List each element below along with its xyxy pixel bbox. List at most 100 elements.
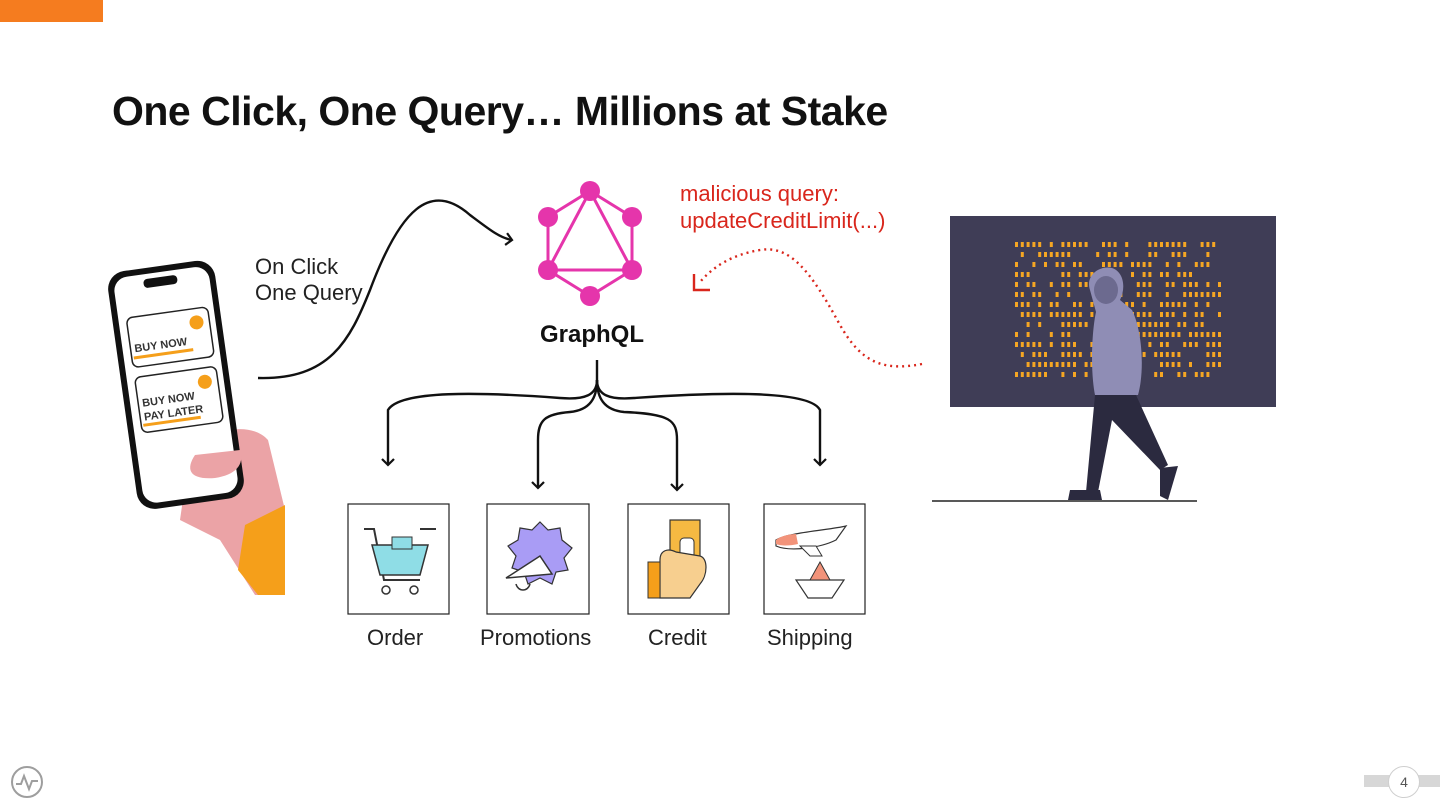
matrix-glyph: [1026, 282, 1030, 287]
matrix-glyph: [1020, 272, 1024, 277]
matrix-glyph: [1148, 292, 1152, 297]
matrix-glyph: [1067, 312, 1071, 317]
matrix-glyph: [1084, 272, 1088, 277]
matrix-glyph: [1038, 302, 1042, 307]
matrix-glyph: [1073, 372, 1076, 377]
matrix-glyph: [1049, 242, 1053, 247]
matrix-glyph: [1032, 262, 1036, 267]
matrix-glyph: [1090, 302, 1094, 307]
matrix-glyph: [1038, 322, 1042, 327]
matrix-glyph: [1020, 312, 1024, 317]
matrix-glyph: [1090, 342, 1094, 347]
matrix-glyph: [1107, 262, 1111, 267]
matrix-glyph: [1171, 352, 1175, 357]
matrix-glyph: [1073, 342, 1076, 347]
matrix-glyph: [1171, 332, 1175, 337]
matrix-glyph: [1194, 282, 1198, 287]
matrix-glyph: [1206, 262, 1210, 267]
matrix-glyph: [1067, 252, 1071, 257]
page-number: 4: [1388, 766, 1420, 798]
matrix-glyph: [1038, 362, 1042, 367]
matrix-glyph: [1212, 242, 1216, 247]
matrix-glyph: [1044, 252, 1047, 257]
matrix-glyph: [1148, 282, 1152, 287]
matrix-glyph: [1160, 332, 1163, 337]
company-logo-icon: [11, 766, 43, 798]
matrix-glyph: [1073, 352, 1076, 357]
matrix-glyph: [1073, 362, 1076, 367]
matrix-glyph: [1183, 252, 1187, 257]
matrix-glyph: [1206, 362, 1210, 367]
graphql-logo-icon: [538, 181, 642, 306]
malicious-arrow: [699, 248, 923, 368]
matrix-glyph: [1206, 252, 1210, 257]
matrix-glyph: [1154, 332, 1158, 337]
matrix-glyph: [1020, 342, 1024, 347]
matrix-glyph: [1194, 262, 1198, 267]
matrix-glyph: [1096, 252, 1100, 257]
matrix-glyph: [1177, 272, 1181, 277]
matrix-glyph: [1038, 342, 1042, 347]
matrix-glyph: [1148, 332, 1152, 337]
matrix-glyph: [1067, 332, 1071, 337]
matrix-glyph: [1026, 302, 1030, 307]
matrix-glyph: [1154, 252, 1158, 257]
matrix-code-glyphs: [1015, 242, 1221, 377]
matrix-glyph: [1015, 302, 1018, 307]
matrix-glyph: [1061, 262, 1065, 267]
matrix-glyph: [1136, 322, 1140, 327]
matrix-glyph: [1136, 312, 1140, 317]
matrix-glyph: [1160, 322, 1163, 327]
matrix-glyph: [1049, 302, 1053, 307]
matrix-glyph: [1032, 352, 1036, 357]
matrix-glyph: [1148, 252, 1152, 257]
matrix-glyph: [1165, 292, 1169, 297]
matrix-glyph: [1148, 262, 1152, 267]
matrix-glyph: [1212, 352, 1216, 357]
matrix-glyph: [1061, 312, 1065, 317]
matrix-glyph: [1171, 282, 1175, 287]
one-query-label: One Query: [255, 280, 363, 305]
matrix-glyph: [1189, 282, 1192, 287]
matrix-glyph: [1078, 312, 1082, 317]
matrix-glyph: [1160, 272, 1163, 277]
matrix-glyph: [1078, 322, 1082, 327]
matrix-glyph: [1206, 342, 1210, 347]
matrix-glyph: [1206, 352, 1210, 357]
matrix-glyph: [1171, 242, 1175, 247]
matrix-glyph: [1148, 342, 1152, 347]
matrix-glyph: [1073, 262, 1076, 267]
matrix-glyph: [1200, 292, 1204, 297]
matrix-glyph: [1177, 252, 1181, 257]
matrix-glyph: [1206, 372, 1210, 377]
matrix-glyph: [1032, 282, 1036, 287]
matrix-glyph: [1148, 272, 1152, 277]
matrix-glyph: [1194, 342, 1198, 347]
matrix-glyph: [1148, 312, 1152, 317]
client-to-graphql-arrow: [257, 199, 514, 380]
matrix-glyph: [1177, 242, 1181, 247]
matrix-glyph: [1026, 272, 1030, 277]
matrix-glyph: [1171, 302, 1175, 307]
matrix-glyph: [1189, 292, 1192, 297]
matrix-glyph: [1044, 352, 1047, 357]
matrix-glyph: [1084, 282, 1088, 287]
matrix-glyph: [1142, 272, 1146, 277]
matrix-glyph: [1067, 272, 1071, 277]
matrix-glyph: [1015, 342, 1018, 347]
matrix-glyph: [1049, 362, 1053, 367]
matrix-glyph: [1165, 242, 1169, 247]
matrix-glyph: [1026, 372, 1030, 377]
matrix-glyph: [1078, 262, 1082, 267]
matrix-glyph: [1148, 322, 1152, 327]
matrix-glyph: [1183, 292, 1187, 297]
matrix-glyph: [1113, 242, 1117, 247]
matrix-glyph: [1177, 352, 1181, 357]
matrix-glyph: [1142, 312, 1146, 317]
matrix-glyph: [1055, 312, 1059, 317]
matrix-glyph: [1067, 352, 1071, 357]
matrix-glyph: [1142, 262, 1146, 267]
matrix-glyph: [1194, 312, 1198, 317]
graphql-label: GraphQL: [540, 321, 644, 348]
